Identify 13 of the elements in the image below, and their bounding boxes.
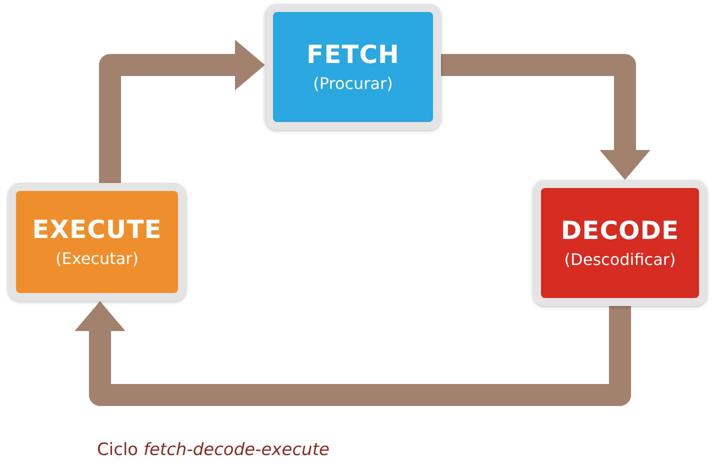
step-title: DECODE — [560, 216, 680, 246]
step-subtitle: (Procurar) — [313, 74, 393, 94]
caption: Ciclo fetch-decode-execute — [97, 440, 330, 460]
arrow — [74, 301, 631, 406]
step-title: FETCH — [306, 40, 400, 70]
process-box — [8, 183, 186, 301]
step-subtitle: (Descodificar) — [564, 250, 676, 270]
step-title: EXECUTE — [32, 214, 162, 245]
step-subtitle: (Executar) — [55, 248, 138, 270]
process-box — [533, 180, 707, 306]
arrow — [99, 40, 265, 183]
process-box — [265, 4, 441, 130]
arrow — [441, 54, 650, 180]
